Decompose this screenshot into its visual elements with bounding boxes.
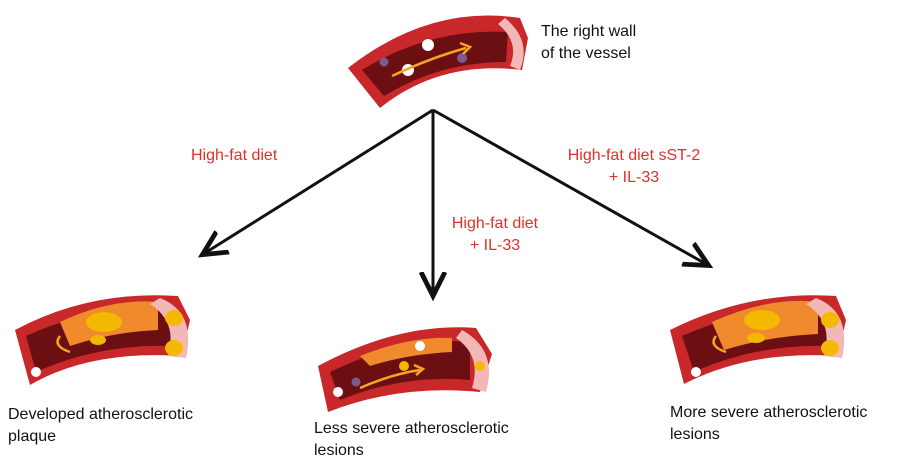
top-caption-line1: The right wall bbox=[541, 21, 636, 43]
right-vessel-illustration bbox=[670, 295, 846, 384]
center-vessel-illustration bbox=[318, 327, 492, 412]
treatment-right-line2: + IL-33 bbox=[564, 167, 704, 189]
outcome-left-line1: Developed atherosclerotic bbox=[8, 404, 193, 426]
treatment-center-line2: + IL-33 bbox=[440, 235, 550, 257]
branch-arrows bbox=[205, 110, 706, 293]
treatment-label-center: High-fat diet + IL-33 bbox=[440, 213, 550, 257]
outcome-caption-center: Less severe atherosclerotic lesions bbox=[314, 418, 509, 462]
outcome-caption-left: Developed atherosclerotic plaque bbox=[8, 404, 193, 448]
treatment-center-line1: High-fat diet bbox=[440, 213, 550, 235]
outcome-left-line2: plaque bbox=[8, 426, 193, 448]
outcome-caption-right: More severe atherosclerotic lesions bbox=[670, 402, 867, 446]
left-vessel-illustration bbox=[15, 295, 190, 385]
outcome-center-line2: lesions bbox=[314, 440, 509, 462]
outcome-center-line1: Less severe atherosclerotic bbox=[314, 418, 509, 440]
treatment-left-line1: High-fat diet bbox=[191, 145, 277, 167]
arrow-to-left bbox=[205, 110, 433, 253]
treatment-right-line1: High-fat diet sST-2 bbox=[564, 145, 704, 167]
top-caption-line2: of the vessel bbox=[541, 43, 636, 65]
treatment-label-left: High-fat diet bbox=[191, 145, 277, 167]
top-vessel-caption: The right wall of the vessel bbox=[541, 21, 636, 65]
treatment-label-right: High-fat diet sST-2 + IL-33 bbox=[564, 145, 704, 189]
outcome-right-line2: lesions bbox=[670, 424, 867, 446]
top-vessel-illustration bbox=[348, 15, 528, 108]
outcome-right-line1: More severe atherosclerotic bbox=[670, 402, 867, 424]
